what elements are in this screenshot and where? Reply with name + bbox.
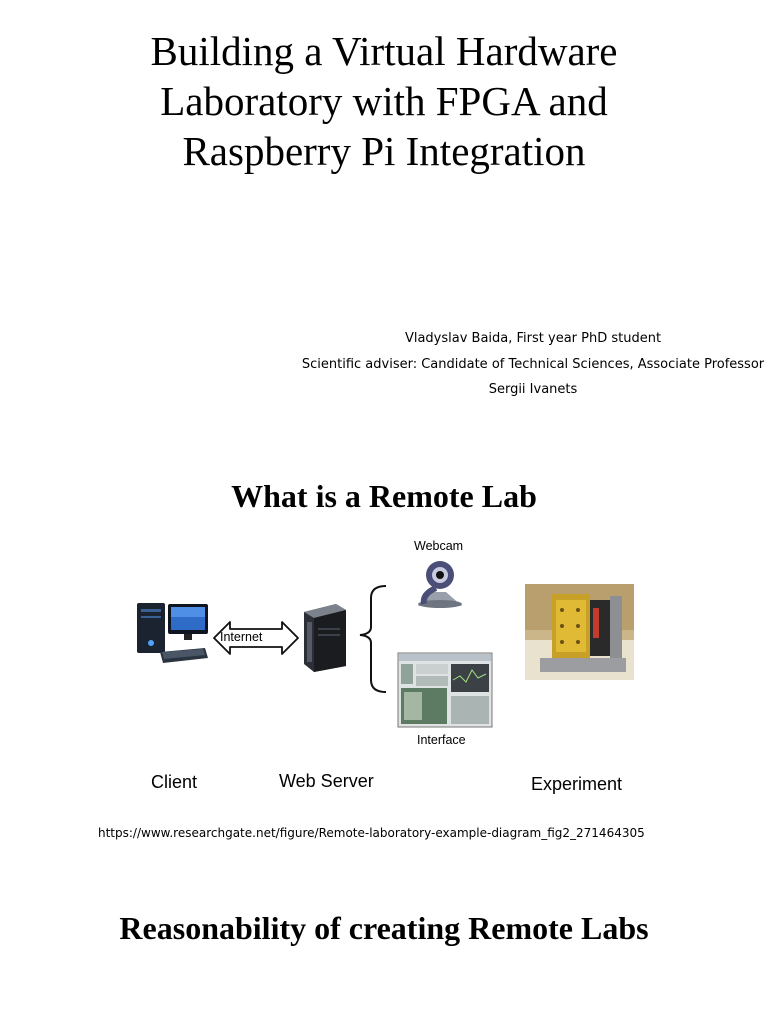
webcam-label: Webcam bbox=[414, 539, 464, 553]
section-heading-reasonability: Reasonability of creating Remote Labs bbox=[119, 910, 649, 946]
interface-label: Interface bbox=[417, 733, 466, 747]
interface-screenshot-icon bbox=[397, 652, 493, 728]
title-line-2: Laboratory with FPGA and bbox=[160, 78, 608, 124]
section-heading-remote-lab: What is a Remote Lab bbox=[231, 478, 537, 514]
experiment-label: Experiment bbox=[531, 774, 623, 794]
experiment-photo bbox=[525, 584, 634, 680]
internet-label: Internet bbox=[220, 630, 263, 644]
web-server-label: Web Server bbox=[279, 771, 374, 791]
client-label: Client bbox=[151, 772, 198, 792]
internet-arrow-icon bbox=[213, 621, 299, 655]
page-title: Building a Virtual Hardware Laboratory w… bbox=[40, 26, 728, 176]
source-url: https://www.researchgate.net/figure/Remo… bbox=[98, 826, 645, 840]
bracket-brace bbox=[359, 585, 387, 693]
author-line: Vladyslav Baida, First year PhD student bbox=[404, 331, 662, 346]
remote-lab-diagram: Internet Webcam Interface Client Web Ser… bbox=[0, 530, 768, 810]
title-line-1: Building a Virtual Hardware bbox=[150, 28, 618, 74]
adviser-name: Sergii Ivanets bbox=[488, 382, 578, 397]
client-computer-icon bbox=[137, 603, 208, 663]
diagram-graphics bbox=[137, 561, 634, 728]
web-server-icon bbox=[304, 604, 346, 672]
author-block: Vladyslav Baida, First year PhD student … bbox=[298, 326, 768, 403]
adviser-line: Scientific adviser: Candidate of Technic… bbox=[301, 356, 765, 372]
title-line-3: Raspberry Pi Integration bbox=[182, 128, 586, 174]
webcam-icon bbox=[418, 561, 462, 608]
